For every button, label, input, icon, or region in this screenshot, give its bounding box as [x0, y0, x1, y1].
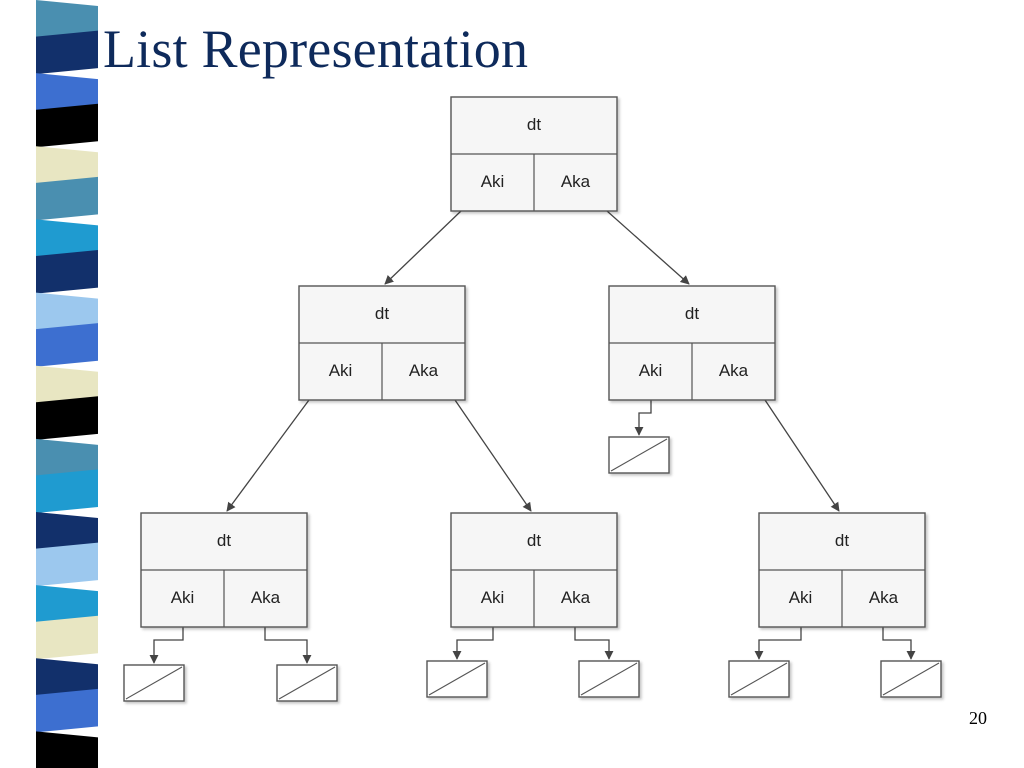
null-pointer-box: [880, 660, 942, 698]
edges-layer: [149, 210, 916, 664]
stripe-segment: [36, 688, 98, 733]
stripe-segment: [36, 469, 98, 513]
null-edge-rr-left: [754, 627, 802, 660]
null-edge-ll-left: [149, 627, 184, 664]
null-pointer-box: [578, 660, 640, 698]
null-pointer-box: [123, 664, 185, 702]
null-edge-r-left: [634, 400, 652, 436]
decorative-stripe: [0, 0, 112, 768]
node-right-pointer-field: Aka: [409, 361, 439, 380]
node-right-pointer-field: Aka: [869, 588, 899, 607]
node-right-pointer-field: Aka: [251, 588, 281, 607]
node-left-pointer-field: Aki: [481, 172, 505, 191]
null-pointer-box: [276, 664, 338, 702]
null-slash: [580, 662, 638, 696]
null-slash: [730, 662, 788, 696]
null-edge-lr-left: [452, 627, 494, 660]
node-left-pointer-field: Aki: [481, 588, 505, 607]
edge-r-rr: [764, 399, 840, 512]
null-edge-ll-right: [264, 627, 312, 664]
null-edge-rr-right: [882, 627, 916, 660]
node-data-field: dt: [375, 304, 389, 323]
null-edge-lr-right: [574, 627, 614, 660]
node-data-field: dt: [217, 531, 231, 550]
stripe-segment: [36, 176, 98, 221]
null-slash: [278, 666, 336, 700]
stripe-segment: [36, 731, 98, 768]
stripe-segment: [36, 30, 98, 75]
node-left-pointer-field: Aki: [329, 361, 353, 380]
stripe-segment: [36, 103, 98, 148]
node-data-field: dt: [527, 115, 541, 134]
null-slash: [125, 666, 183, 700]
null-pointer-box: [426, 660, 488, 698]
edge-root-r: [606, 210, 690, 285]
null-pointer-box: [608, 436, 670, 474]
null-slash: [882, 662, 940, 696]
stripe-gap: [98, 0, 112, 768]
node-right-pointer-field: Aka: [561, 172, 591, 191]
stripe-segment: [36, 250, 98, 294]
edge-root-l: [384, 210, 462, 285]
null-slash: [428, 662, 486, 696]
node-data-field: dt: [527, 531, 541, 550]
stripe-margin: [0, 0, 36, 768]
page-number: 20: [969, 708, 987, 728]
edge-l-lr: [454, 399, 532, 512]
node-left-pointer-field: Aki: [171, 588, 195, 607]
node-right-pointer-field: Aka: [719, 361, 749, 380]
node-left-pointer-field: Aki: [789, 588, 813, 607]
node-right-pointer-field: Aka: [561, 588, 591, 607]
stripe-segment: [36, 396, 98, 440]
null-pointer-box: [728, 660, 790, 698]
node-left-pointer-field: Aki: [639, 361, 663, 380]
stripe-segment: [36, 615, 98, 660]
node-data-field: dt: [835, 531, 849, 550]
null-pointers-layer: [123, 436, 942, 702]
null-slash: [610, 438, 668, 472]
edge-l-ll: [226, 399, 310, 512]
slide-title: List Representation: [103, 19, 529, 79]
node-data-field: dt: [685, 304, 699, 323]
stripe-segment: [36, 323, 98, 367]
stripe-segment: [36, 542, 98, 587]
